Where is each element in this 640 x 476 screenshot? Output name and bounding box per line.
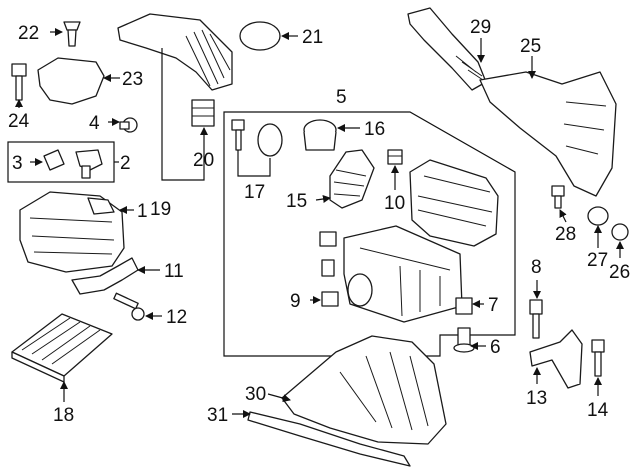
intake-duct-part <box>117 13 233 91</box>
clip-9-part <box>321 291 339 307</box>
air-cleaner-group-frame <box>223 111 516 357</box>
callout-6: 6 <box>490 337 501 358</box>
leader-15 <box>315 195 331 203</box>
grommet-26-part <box>611 223 629 241</box>
bracket-13-part <box>529 329 583 389</box>
callout-7: 7 <box>488 295 499 316</box>
bolt-8-part <box>529 299 543 339</box>
callout-5: 5 <box>336 87 347 108</box>
callout-26: 26 <box>609 262 630 283</box>
mount-grommet-part <box>319 231 337 277</box>
callout-16: 16 <box>364 119 385 140</box>
clamp-ring-part <box>239 21 281 51</box>
callout-8: 8 <box>531 257 542 278</box>
air-cleaner-cover-part <box>19 191 125 273</box>
callout-23: 23 <box>122 69 143 90</box>
callout-12: 12 <box>166 307 187 328</box>
callout-30: 30 <box>245 384 266 405</box>
resonator-chamber-part <box>479 71 617 197</box>
callout-31: 31 <box>207 405 228 426</box>
callout-18: 18 <box>53 405 74 426</box>
callout-22: 22 <box>18 23 39 44</box>
callout-1: 1 <box>137 201 148 222</box>
leader-17 <box>237 150 271 177</box>
bolt-12-part <box>113 292 145 321</box>
leader-19 <box>161 48 205 181</box>
callout-17: 17 <box>244 182 265 203</box>
callout-9: 9 <box>290 291 301 312</box>
callout-21: 21 <box>302 27 323 48</box>
grommet-7-part <box>455 297 473 315</box>
callout-25: 25 <box>520 36 541 57</box>
strip-31-part <box>247 411 411 467</box>
callout-13: 13 <box>526 388 547 409</box>
joint-16-part <box>303 119 337 151</box>
upper-case-part <box>409 159 499 247</box>
bolt-17-part <box>231 119 245 151</box>
callout-10: 10 <box>384 193 405 214</box>
bolt-28-part <box>551 185 565 209</box>
callout-29: 29 <box>470 17 491 38</box>
callout-15: 15 <box>286 191 307 212</box>
callout-19: 19 <box>150 199 171 220</box>
callout-20: 20 <box>193 150 214 171</box>
screw-4-part <box>119 117 138 133</box>
leader-30 <box>267 393 291 403</box>
grommet-27-part <box>587 206 609 226</box>
under-cover-part <box>281 335 447 445</box>
boot-15-part <box>329 149 375 209</box>
callout-11: 11 <box>164 261 184 282</box>
clamp-17-part <box>257 123 283 157</box>
callout-27: 27 <box>587 250 608 271</box>
callout-2: 2 <box>120 153 131 174</box>
bolt-14-part <box>591 339 605 377</box>
sensor-pad-part <box>43 149 65 171</box>
air-filter-part <box>11 313 113 383</box>
inlet-tube-part <box>407 7 487 91</box>
callout-28: 28 <box>555 224 576 245</box>
callout-14: 14 <box>587 400 609 421</box>
bolt-24-part <box>11 63 27 101</box>
callout-3: 3 <box>12 153 23 174</box>
bracket-23-part <box>37 57 105 105</box>
sensor-2-part <box>75 149 103 179</box>
leader-28 <box>559 209 567 223</box>
collar-6-part <box>453 327 475 353</box>
resonator-part <box>191 99 215 127</box>
lower-case-part <box>343 225 463 323</box>
callout-4: 4 <box>89 113 100 134</box>
callout-24: 24 <box>8 111 30 132</box>
grommet-10-part <box>387 149 403 165</box>
clip-part <box>63 21 81 47</box>
